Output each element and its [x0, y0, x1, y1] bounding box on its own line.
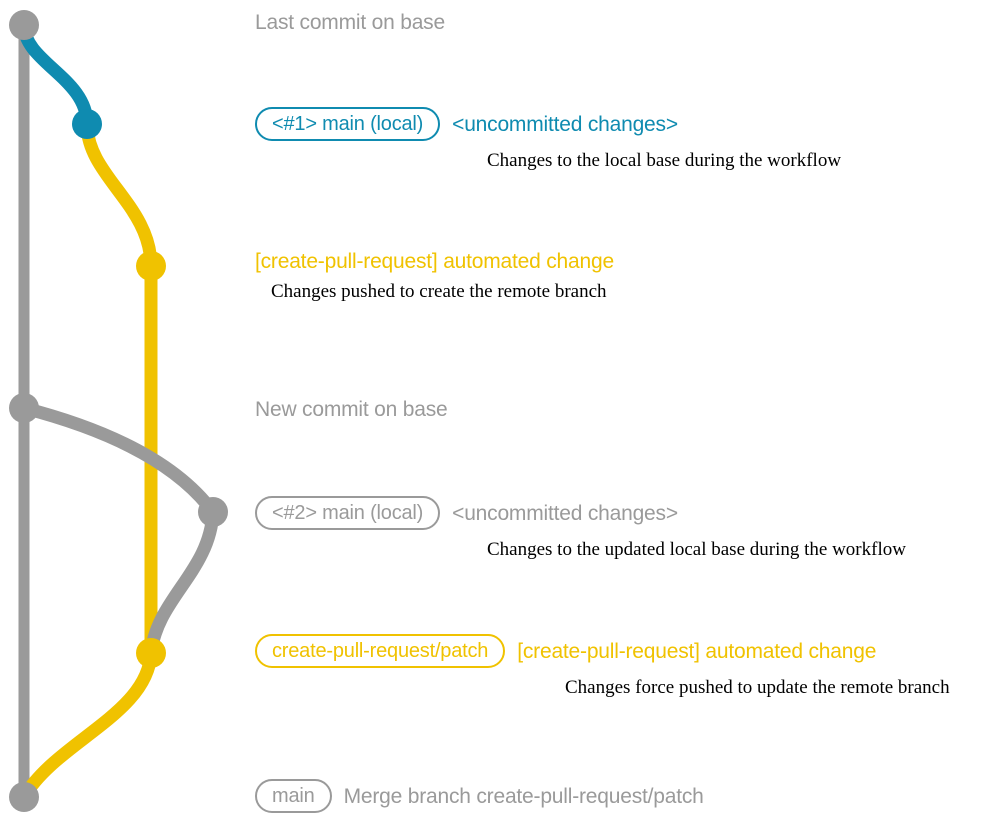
commit-row-automated-change-1: [create-pull-request] automated change C…	[255, 251, 614, 303]
commit-row-merge: main Merge branch create-pull-request/pa…	[255, 779, 704, 813]
row-head: create-pull-request/patch [create-pull-r…	[255, 634, 950, 668]
ref-badge-main-local-2[interactable]: <#2> main (local)	[255, 496, 441, 530]
row-head: <#1> main (local) <uncommitted changes>	[255, 107, 841, 141]
row-head: Last commit on base	[255, 12, 445, 33]
commit-subject-last-commit: Last commit on base	[255, 11, 445, 34]
edge-local1-to-patch1	[80, 117, 158, 273]
commit-subject-automated-2: [create-pull-request] automated change	[517, 639, 877, 663]
commit-subject-new-commit: New commit on base	[255, 398, 448, 421]
commit-dot-patch-2[interactable]	[136, 638, 166, 668]
commit-dot-base-merge[interactable]	[9, 782, 39, 812]
row-head: [create-pull-request] automated change	[255, 251, 614, 272]
edge-patch2-to-merge	[17, 646, 158, 804]
commit-detail-automated-1: Changes pushed to create the remote bran…	[271, 281, 607, 302]
row-head: <#2> main (local) <uncommitted changes>	[255, 496, 906, 530]
commit-row-new-commit-on-base: New commit on base	[255, 398, 448, 421]
commit-dot-base-top[interactable]	[9, 10, 39, 40]
commit-dot-base-new[interactable]	[9, 393, 39, 423]
commit-subject-merge: Merge branch create-pull-request/patch	[343, 784, 704, 808]
ref-badge-create-pull-request-patch[interactable]: create-pull-request/patch	[255, 634, 506, 668]
commit-detail-local-1: Changes to the local base during the wor…	[487, 150, 842, 171]
commit-subject-local-1: <uncommitted changes>	[452, 112, 678, 136]
ref-badge-main-local-1[interactable]: <#1> main (local)	[255, 107, 441, 141]
commit-dot-patch-1[interactable]	[136, 251, 166, 281]
row-head: main Merge branch create-pull-request/pa…	[255, 779, 704, 813]
commit-detail-local-2: Changes to the updated local base during…	[487, 539, 906, 560]
commit-dot-local-2[interactable]	[198, 497, 228, 527]
ref-badge-main[interactable]: main	[255, 779, 332, 813]
edge-local2-to-patch2	[144, 505, 220, 660]
commit-subject-local-2: <uncommitted changes>	[452, 501, 678, 525]
commit-subject-automated-1: [create-pull-request] automated change	[255, 250, 614, 273]
commit-row-local-1: <#1> main (local) <uncommitted changes> …	[255, 107, 841, 172]
commit-detail-automated-2: Changes force pushed to update the remot…	[565, 677, 950, 698]
commit-dot-local-1[interactable]	[72, 109, 102, 139]
commit-row-local-2: <#2> main (local) <uncommitted changes> …	[255, 496, 906, 561]
row-head: New commit on base	[255, 398, 448, 421]
edge-basenew-to-local2	[17, 401, 220, 519]
commit-row-last-commit-on-base: Last commit on base	[255, 12, 445, 33]
commit-row-automated-change-2: create-pull-request/patch [create-pull-r…	[255, 634, 950, 699]
